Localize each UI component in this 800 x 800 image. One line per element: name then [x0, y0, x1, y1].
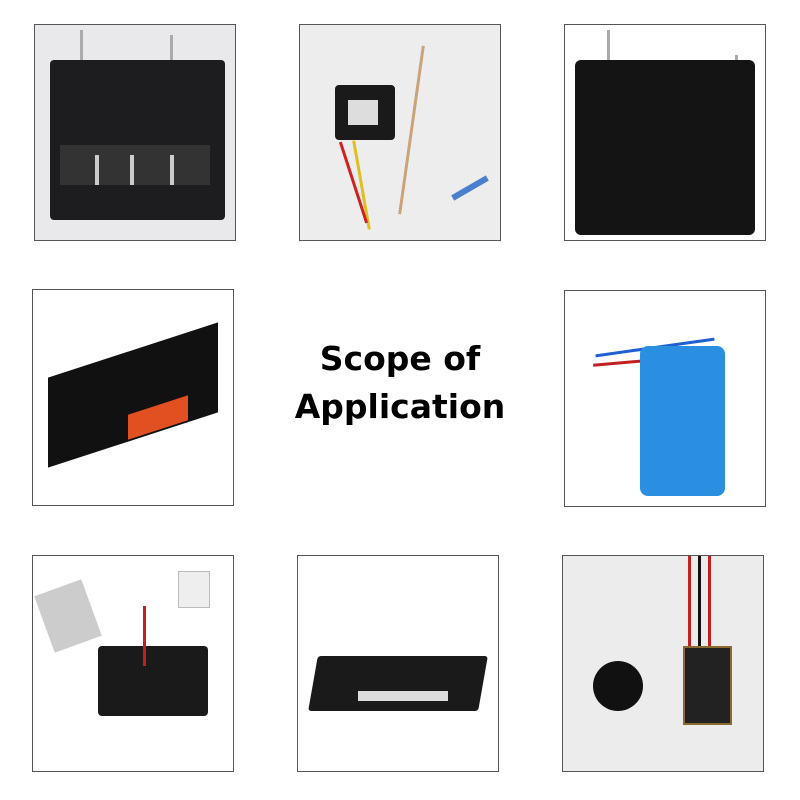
solar-charge-controller-image — [32, 289, 234, 506]
potted-transformer-image — [32, 555, 234, 772]
title-line-2: Application — [294, 387, 506, 426]
page-title: Scope of Application — [250, 335, 550, 431]
igbt-power-module-image — [297, 555, 499, 772]
black-relay-module-image — [34, 24, 236, 241]
circuit-board-sensor-image — [562, 555, 764, 772]
black-relay-cube-image — [564, 24, 766, 241]
title-line-1: Scope of — [319, 339, 481, 378]
blue-battery-pack-image — [564, 290, 766, 507]
igniter-wiring-image — [299, 24, 501, 241]
